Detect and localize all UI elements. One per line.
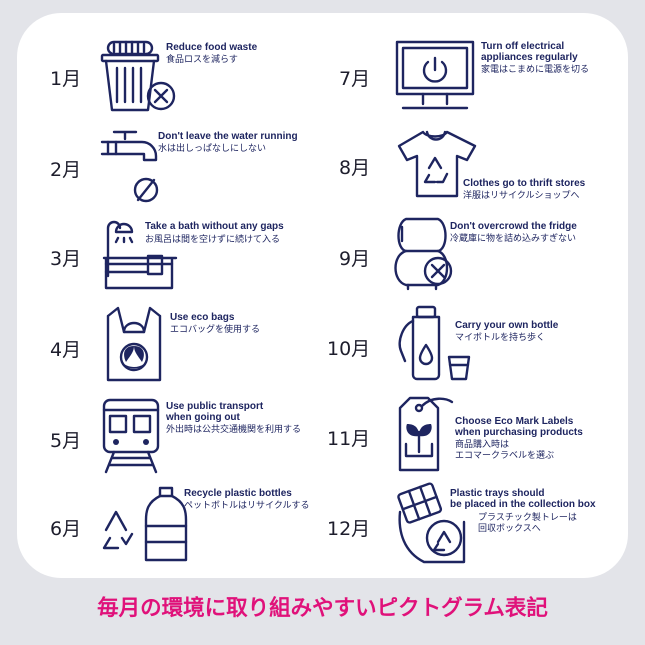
- item-title: Don't overcrowd the fridge: [450, 221, 577, 232]
- month-label: 5月: [50, 430, 82, 452]
- trash-bin-icon: [100, 40, 180, 115]
- item-title: Use public transport when going out: [166, 401, 264, 423]
- item-subtitle: 食品ロスを減らす: [166, 55, 238, 65]
- fridge-icon: [394, 213, 456, 291]
- month-label: 10月: [327, 338, 371, 360]
- month-label: 6月: [50, 518, 82, 540]
- water-bottle-icon: [393, 303, 473, 383]
- month-label: 8月: [339, 157, 371, 179]
- item-subtitle: エコバッグを使用する: [170, 325, 261, 335]
- item-title: Clothes go to thrift stores: [463, 178, 586, 189]
- month-label: 4月: [50, 339, 82, 361]
- item-title: Turn off electrical appliances regularly: [481, 41, 578, 63]
- item-title: Reduce food waste: [166, 42, 258, 53]
- tshirt-recycle-icon: [395, 128, 480, 200]
- month-label: 3月: [50, 248, 82, 270]
- plastic-tray-icon: [394, 482, 474, 566]
- item-subtitle: お風呂は間を空けずに続けて入る: [145, 235, 281, 245]
- item-subtitle: 家電はこまめに電源を切る: [481, 65, 590, 75]
- month-label: 11月: [327, 428, 371, 450]
- item-subtitle: ペットボトルはリサイクルする: [184, 501, 310, 511]
- item-subtitle: マイボトルを持ち歩く: [455, 333, 546, 343]
- month-label: 7月: [339, 68, 371, 90]
- item-title: Don't leave the water running: [158, 131, 298, 142]
- item-subtitle: 商品購入時は エコマークラベルを選ぶ: [455, 440, 555, 461]
- item-title: Carry your own bottle: [455, 320, 559, 331]
- item-subtitle: 水は出しっぱなしにしない: [158, 144, 267, 154]
- item-subtitle: プラスチック製トレーは 回収ボックスへ: [478, 513, 577, 534]
- item-title: Recycle plastic bottles: [184, 488, 292, 499]
- item-title: Plastic trays should be placed in the co…: [450, 488, 596, 510]
- item-title: Use eco bags: [170, 312, 235, 323]
- item-subtitle: 冷蔵庫に物を詰め込みすぎない: [450, 234, 577, 244]
- month-label: 1月: [50, 68, 82, 90]
- faucet-icon: [100, 128, 165, 208]
- eco-label-tag-icon: [396, 392, 461, 472]
- month-label: 9月: [339, 248, 371, 270]
- monitor-power-icon: [395, 40, 475, 112]
- item-subtitle: 外出時は公共交通機関を利用する: [166, 425, 302, 435]
- eco-bag-icon: [104, 302, 164, 384]
- item-title: Choose Eco Mark Labels when purchasing p…: [455, 416, 583, 438]
- item-subtitle: 洋服はリサイクルショップへ: [463, 191, 580, 201]
- footer-caption: 毎月の環境に取り組みやすいピクトグラム表記: [97, 596, 548, 621]
- plastic-bottle-recycle-icon: [98, 486, 188, 566]
- month-label: 2月: [50, 159, 82, 181]
- bathtub-icon: [102, 218, 182, 293]
- card: [17, 13, 628, 578]
- month-label: 12月: [327, 518, 371, 540]
- item-title: Take a bath without any gaps: [145, 221, 284, 232]
- train-icon: [100, 396, 162, 474]
